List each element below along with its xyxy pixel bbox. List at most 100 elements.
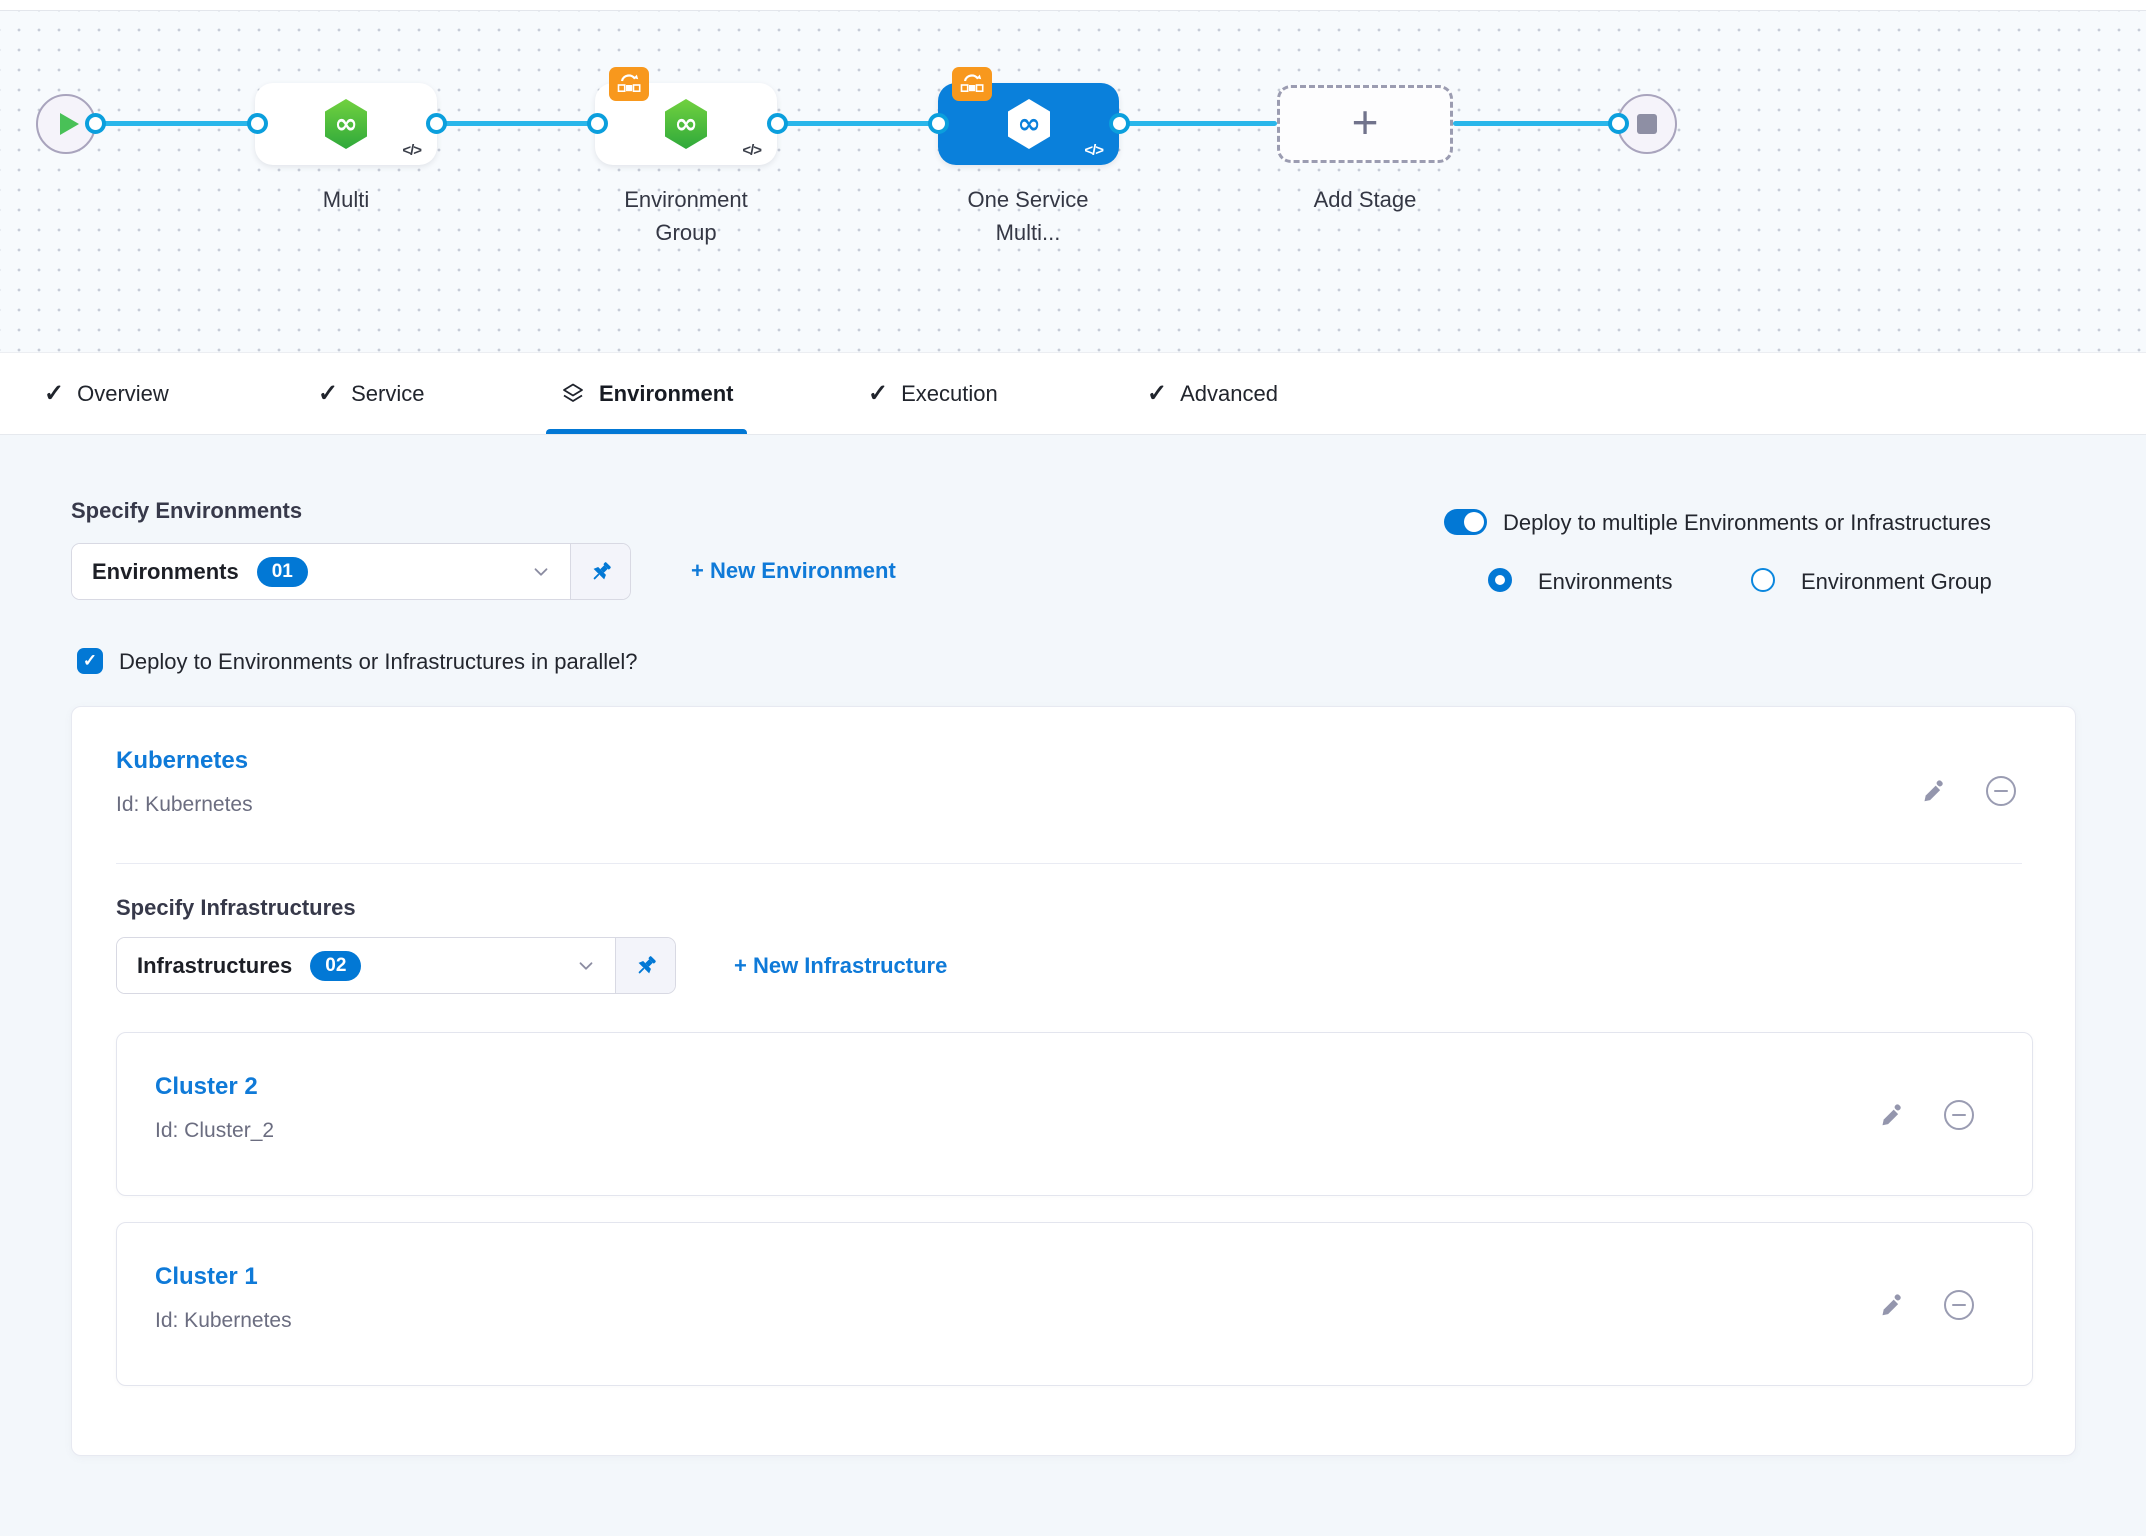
check-icon: ✓ [44, 380, 65, 407]
tab-advanced[interactable]: ✓ Advanced [1147, 353, 1278, 434]
check-icon: ✓ [1147, 380, 1168, 407]
play-icon [59, 113, 79, 135]
new-environment-link[interactable]: + New Environment [691, 558, 896, 583]
tab-environment[interactable]: Environment [545, 353, 748, 434]
environments-dropdown[interactable]: Environments 01 [71, 543, 631, 600]
looping-strategy-badge [609, 67, 649, 101]
radio-environment-group[interactable] [1751, 568, 1775, 592]
port-stage2-in[interactable] [586, 113, 608, 134]
deploy-parallel-checkbox[interactable]: ✓ [77, 648, 103, 674]
port-stage1-out[interactable] [425, 113, 447, 134]
deploy-parallel-checkbox-label: Deploy to Environments or Infrastructure… [119, 649, 638, 674]
plus-icon: + [1351, 96, 1379, 148]
infrastructures-count-badge: 02 [310, 950, 362, 981]
tab-label: Advanced [1180, 380, 1278, 406]
edit-infrastructure-button[interactable] [1879, 1291, 1907, 1319]
edge-addstage-to-end [1453, 121, 1618, 126]
infrastructure-id-text: Id: Cluster_2 [155, 1119, 275, 1142]
environments-count-badge: 01 [256, 556, 308, 587]
infrastructures-dropdown-value: Infrastructures [137, 952, 293, 978]
remove-environment-button[interactable] [1986, 776, 2016, 806]
chevron-down-icon [575, 955, 597, 977]
add-stage-label: Add Stage [1313, 187, 1417, 212]
infrastructures-dropdown[interactable]: Infrastructures 02 [116, 937, 676, 994]
pencil-icon [1882, 1104, 1901, 1126]
edit-environment-button[interactable] [1921, 777, 1949, 805]
check-icon: ✓ [318, 380, 339, 407]
minus-icon [1952, 1113, 1966, 1117]
deploy-multiple-toggle[interactable] [1444, 509, 1487, 535]
port-end[interactable] [1607, 113, 1629, 134]
pushpin-icon [593, 561, 611, 579]
edge-stage2-to-stage3 [777, 121, 938, 126]
port-stage2-out[interactable] [766, 113, 788, 134]
svg-text:∞: ∞ [674, 107, 697, 140]
edge-stage3-to-addstage [1119, 121, 1277, 126]
infrastructure-card-cluster-2: Cluster 2 Id: Cluster_2 [116, 1032, 2033, 1196]
tab-label: Service [351, 380, 425, 406]
remove-infrastructure-button[interactable] [1944, 1100, 1974, 1130]
tab-label: Overview [77, 380, 169, 406]
environment-name-link[interactable]: Kubernetes [116, 747, 249, 774]
pin-runtime-input-button[interactable] [615, 938, 675, 993]
port-stage1-in[interactable] [246, 113, 268, 134]
tab-overview[interactable]: ✓ Overview [44, 353, 169, 434]
radio-environment-group-label: Environment Group [1801, 569, 1992, 594]
infrastructure-name-link[interactable]: Cluster 2 [155, 1073, 258, 1100]
stage-card-environment-group[interactable]: ∞ </> [595, 83, 777, 165]
stage-label-multi: Multi [322, 187, 370, 212]
specify-environments-heading: Specify Environments [71, 498, 303, 523]
infrastructure-name-link[interactable]: Cluster 1 [155, 1263, 258, 1290]
tab-label: Execution [901, 380, 998, 406]
pencil-icon [1924, 780, 1943, 802]
environments-dropdown-main[interactable]: Environments 01 [72, 544, 570, 599]
chevron-down-icon [530, 561, 552, 583]
radio-environments-label: Environments [1538, 569, 1673, 594]
tab-service[interactable]: ✓ Service [318, 353, 424, 434]
environment-card-kubernetes: Kubernetes Id: Kubernetes Specify Infras… [71, 706, 2076, 1456]
code-icon: </> [1084, 142, 1104, 159]
infrastructure-card-cluster-1: Cluster 1 Id: Kubernetes [116, 1222, 2033, 1386]
pin-runtime-input-button[interactable] [570, 544, 630, 599]
specify-infrastructures-heading: Specify Infrastructures [116, 895, 356, 920]
stage-card-one-service-multi[interactable]: ∞ </> [938, 83, 1119, 165]
stage-label-one-service-multi: One Service Multi... [967, 187, 1089, 245]
svg-text:∞: ∞ [334, 107, 357, 140]
port-start[interactable] [84, 113, 106, 134]
code-icon: </> [402, 142, 422, 159]
stage-card-multi[interactable]: ∞ </> [255, 83, 437, 165]
layers-icon [563, 383, 583, 402]
pushpin-icon [638, 955, 656, 973]
loop-matrix-icon [617, 73, 641, 92]
stop-icon [1637, 114, 1657, 134]
infrastructures-dropdown-main[interactable]: Infrastructures 02 [117, 938, 615, 993]
add-stage-button[interactable]: + [1277, 85, 1453, 163]
radio-environments[interactable] [1488, 568, 1512, 592]
stage-tabs: ✓ Overview ✓ Service Environment ✓ Execu… [0, 353, 2146, 435]
port-stage3-out[interactable] [1108, 113, 1130, 134]
new-infrastructure-link[interactable]: + New Infrastructure [734, 953, 948, 978]
loop-matrix-icon [960, 73, 984, 92]
minus-icon [1952, 1303, 1966, 1307]
minus-icon [1994, 789, 2008, 793]
edge-stage1-to-stage2 [436, 121, 597, 126]
environment-tab-content: Specify Environments Environments 01 [0, 435, 2146, 1536]
infrastructure-id-text: Id: Kubernetes [155, 1309, 292, 1332]
environments-dropdown-value: Environments [92, 558, 239, 584]
tab-execution[interactable]: ✓ Execution [868, 353, 998, 434]
card-divider [116, 863, 2022, 864]
port-stage3-in[interactable] [927, 113, 949, 134]
service-hexagon-icon: ∞ [665, 99, 707, 149]
check-icon: ✓ [82, 651, 98, 670]
service-hexagon-icon: ∞ [1007, 99, 1050, 149]
deploy-multiple-toggle-label: Deploy to multiple Environments or Infra… [1503, 510, 1991, 535]
tab-label: Environment [599, 380, 734, 406]
pencil-icon [1882, 1294, 1901, 1316]
svg-text:∞: ∞ [1017, 107, 1040, 140]
edit-infrastructure-button[interactable] [1879, 1101, 1907, 1129]
toggle-knob [1464, 512, 1484, 532]
pipeline-canvas[interactable]: ∞ </> ∞ </> [0, 10, 2146, 353]
code-icon: </> [742, 142, 762, 159]
remove-infrastructure-button[interactable] [1944, 1290, 1974, 1320]
